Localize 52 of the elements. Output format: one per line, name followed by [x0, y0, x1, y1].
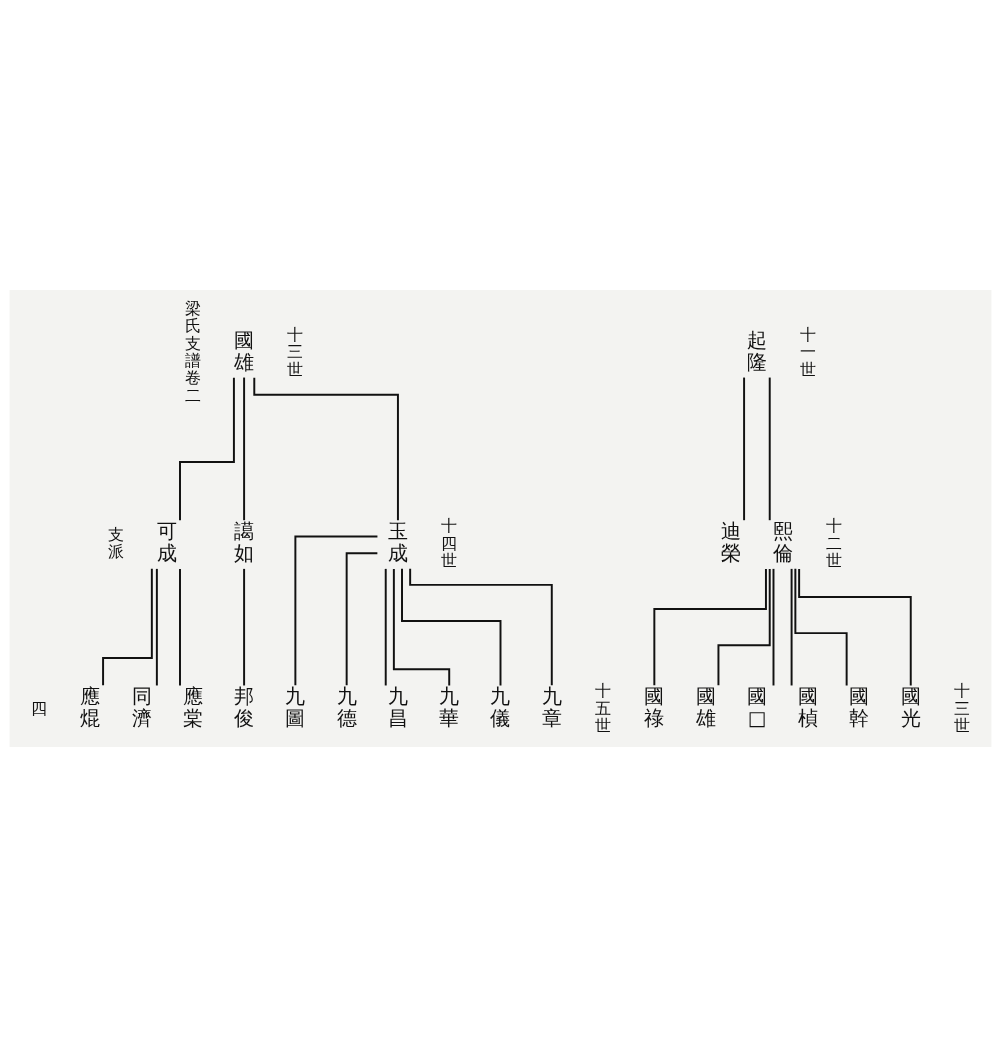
node-text: 國光: [900, 685, 921, 731]
node-text: 迪榮: [720, 520, 741, 566]
label: 十一世: [799, 325, 816, 379]
node-text: 九章: [541, 685, 562, 731]
label: 十三世: [286, 325, 303, 379]
node-text: 九圖: [284, 685, 305, 731]
connector: [742, 376, 745, 522]
connector: [768, 376, 771, 522]
node-text: 九昌: [387, 685, 408, 731]
connector: [384, 567, 387, 687]
connector: [242, 567, 245, 687]
node-text: 國幹: [848, 685, 869, 731]
node-text: 國祿: [643, 685, 664, 731]
label: 十三世: [953, 681, 970, 736]
node-text: 邦俊: [233, 685, 254, 731]
connector: [797, 567, 912, 687]
label: 十五世: [594, 681, 611, 736]
node-text: 可成: [156, 520, 177, 566]
node-text: 國□: [746, 685, 767, 731]
node-text: 起隆: [746, 329, 767, 375]
connector: [178, 376, 235, 522]
node-text: 熙倫: [772, 520, 793, 566]
connector: [400, 567, 501, 687]
connector: [155, 567, 158, 687]
label: 四: [30, 698, 47, 718]
connector: [408, 567, 553, 687]
node-text: 應焜: [79, 685, 100, 731]
label: 十四世: [440, 516, 457, 570]
node-text: 九德: [336, 685, 357, 731]
connector: [652, 567, 767, 687]
node-text: 同濟: [131, 685, 152, 731]
connector: [345, 552, 378, 687]
label: 梁氏支譜卷二: [184, 298, 201, 405]
connector: [790, 567, 793, 687]
connector: [716, 567, 771, 687]
node-text: 國雄: [695, 685, 716, 731]
node-text: 國雄: [233, 329, 254, 375]
connector: [252, 376, 399, 522]
connector: [101, 567, 153, 687]
node-text: 國楨: [797, 685, 818, 731]
node-text: 玉成: [387, 520, 408, 566]
connector: [793, 567, 848, 687]
node-text: 譪如: [233, 520, 254, 566]
connector: [772, 567, 774, 687]
label: 十二世: [825, 516, 842, 570]
label: 支派: [107, 524, 124, 562]
node-text: 應棠: [182, 685, 203, 731]
node-text: 九儀: [490, 685, 510, 731]
connector: [178, 567, 181, 687]
connector: [242, 376, 245, 522]
node-text: 九華: [438, 685, 459, 731]
connector: [293, 535, 378, 687]
